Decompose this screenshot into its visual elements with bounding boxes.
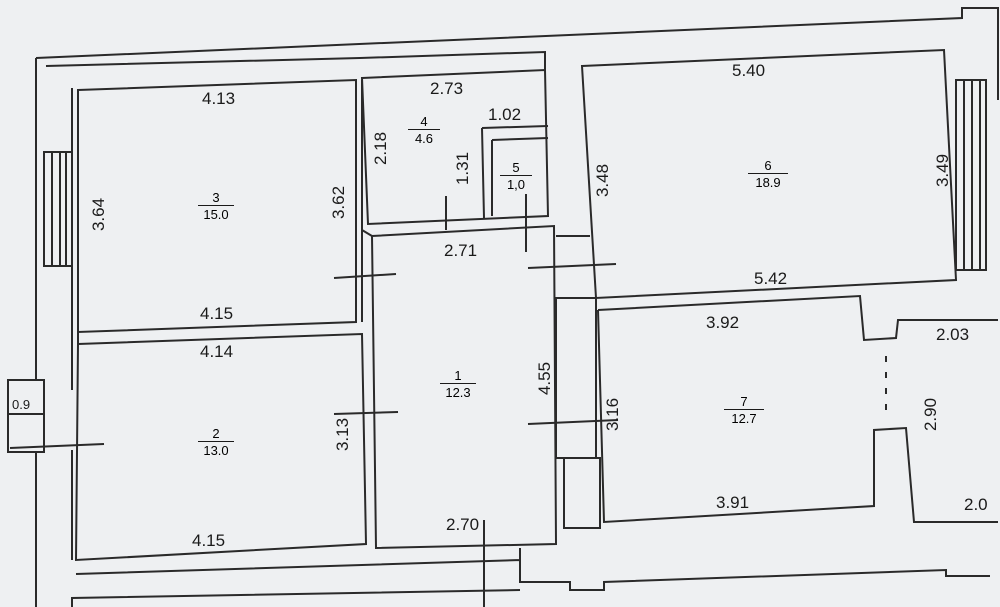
dim-room-6-left: 3.48: [593, 163, 613, 198]
outer-wall-outline: [35, 7, 999, 100]
room-5-area: 1,0: [500, 175, 532, 192]
room-5-label: 5 1,0: [500, 160, 532, 192]
dim-room-4-top: 2.73: [430, 79, 464, 98]
room-6-number: 6: [764, 158, 772, 173]
room-6-wall: [580, 48, 958, 300]
dim-room-7-right: 2.90: [921, 397, 941, 432]
room-2-area: 13.0: [198, 441, 234, 458]
room-5-wall: [481, 125, 549, 219]
room-2-wall: [74, 332, 368, 562]
dim-room-2-top: 4.14: [200, 342, 234, 361]
left-entry: [7, 379, 45, 453]
outer-wall-top-inner: [45, 50, 546, 70]
dim-room-2-bottom: 4.15: [192, 531, 226, 550]
room-1-area: 12.3: [440, 383, 476, 400]
dim-room-3-left: 3.64: [89, 197, 109, 232]
room-7-number: 7: [740, 394, 748, 409]
room-3-wall: [77, 78, 357, 334]
room-1-wall: [370, 224, 558, 550]
room-3-area: 15.0: [198, 205, 234, 222]
room-5-number: 5: [512, 160, 520, 175]
room-1-number: 1: [454, 368, 462, 383]
dim-room-1-right: 4.55: [535, 361, 555, 396]
room-4-label: 4 4.6: [408, 114, 440, 146]
room-6-label: 6 18.9: [748, 158, 788, 190]
window-left: [43, 151, 73, 267]
room-4-area: 4.6: [408, 129, 440, 146]
dim-room-1-bottom: 2.70: [446, 515, 480, 534]
dim-room-3-top: 4.13: [202, 89, 236, 108]
dim-room-6-right: 3.49: [933, 153, 953, 188]
dim-room-3-right: 3.62: [329, 185, 349, 220]
dim-room-1-top: 2.71: [444, 241, 478, 260]
dim-right-top: 2.03: [936, 325, 970, 344]
dim-room-6-top: 5.40: [732, 61, 766, 80]
room-3-number: 3: [212, 190, 220, 205]
room-4-number: 4: [420, 114, 428, 129]
room-7-wall: [597, 294, 998, 342]
room-7-label: 7 12.7: [724, 394, 764, 426]
room-6-area: 18.9: [748, 173, 788, 190]
dim-room-4-left: 2.18: [371, 131, 391, 166]
dim-left-edge: 0.9: [12, 397, 31, 412]
room-2-number: 2: [212, 426, 220, 441]
dim-room-4-mid: 1.31: [453, 151, 473, 186]
dim-room-2-right: 3.13: [333, 417, 353, 452]
dim-right-bottom: 2.0: [964, 495, 988, 514]
room-7-area: 12.7: [724, 409, 764, 426]
dim-room-3-bottom: 4.15: [200, 304, 234, 323]
dim-room-6-bottom: 5.42: [754, 269, 788, 288]
dim-room-7-left: 3.16: [603, 397, 623, 432]
bottom-wall: [75, 548, 990, 591]
dim-room-5-top: 1.02: [488, 105, 522, 124]
room-2-label: 2 13.0: [198, 426, 234, 458]
dim-room-7-top: 3.92: [706, 313, 740, 332]
room-1-label: 1 12.3: [440, 368, 476, 400]
room-3-label: 3 15.0: [198, 190, 234, 222]
dim-room-7-bottom: 3.91: [716, 493, 750, 512]
room-4-wall: [360, 68, 550, 226]
